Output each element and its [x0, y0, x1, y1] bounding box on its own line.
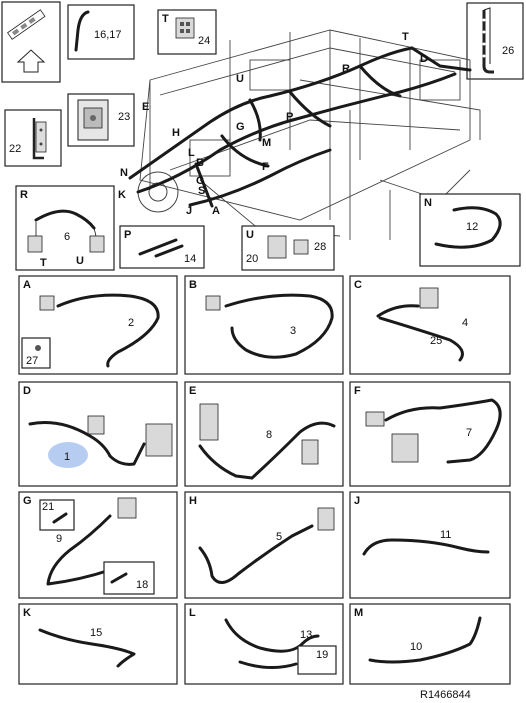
- callout-4: 4: [462, 317, 468, 329]
- panel-k: K 15: [18, 603, 178, 685]
- routed-harness: [128, 46, 472, 208]
- callout-6: 6: [64, 231, 70, 243]
- svg-text:U: U: [76, 255, 84, 267]
- svg-text:K: K: [23, 607, 31, 619]
- overview-label-p: P: [286, 111, 293, 123]
- callout-20: 20: [246, 253, 258, 265]
- panel-b: B 3: [184, 275, 344, 375]
- callout-12: 12: [466, 221, 478, 233]
- panel-g: G 21 9 18: [18, 491, 178, 599]
- callout-28: 28: [314, 241, 326, 253]
- panel-l: L 13 19: [184, 603, 344, 685]
- svg-text:A: A: [23, 279, 31, 291]
- callout-18: 18: [136, 579, 148, 591]
- callout-25: 25: [430, 335, 442, 347]
- panel-h: H 5: [184, 491, 344, 599]
- callout-26: 26: [502, 45, 514, 57]
- callout-5: 5: [276, 531, 282, 543]
- svg-text:G: G: [23, 495, 32, 507]
- svg-text:R: R: [20, 189, 28, 201]
- callout-3: 3: [290, 325, 296, 337]
- callout-10: 10: [410, 641, 422, 653]
- overview-label-n: N: [120, 167, 128, 179]
- callout-15: 15: [90, 627, 102, 639]
- panel-p: P 14: [119, 225, 205, 269]
- callout-11: 11: [440, 529, 451, 541]
- svg-text:J: J: [354, 495, 360, 507]
- inset-bracket-22: 22: [4, 109, 62, 167]
- panel-e: E 8: [184, 381, 344, 487]
- overview-label-a: A: [212, 205, 220, 217]
- callout-1: 1: [64, 451, 70, 463]
- overview-label-t: T: [402, 31, 409, 43]
- callout-19: 19: [316, 649, 328, 661]
- callout-8: 8: [266, 429, 272, 441]
- panel-j: J 11: [349, 491, 511, 599]
- panel-u: U 20 28: [241, 225, 335, 271]
- inset-bracket-26: 26: [466, 2, 524, 80]
- panel-f: F 7: [349, 381, 511, 487]
- overview-label-f: F: [262, 161, 269, 173]
- overview-label-u: U: [236, 73, 244, 85]
- panel-c: C 4 25: [349, 275, 511, 375]
- svg-text:D: D: [23, 385, 31, 397]
- panel-d: D 1: [18, 381, 178, 487]
- inset-label-t: T: [162, 13, 169, 25]
- svg-text:B: B: [189, 279, 197, 291]
- highlight-marker: [48, 442, 88, 468]
- callout-9: 9: [56, 533, 62, 545]
- callout-2: 2: [128, 317, 134, 329]
- overview-labels: T D R U E H G M P L B N C K F J A S: [118, 31, 428, 217]
- callout-22: 22: [9, 143, 21, 155]
- overview-label-l: L: [188, 147, 195, 159]
- svg-text:C: C: [354, 279, 362, 291]
- svg-text:M: M: [354, 607, 363, 619]
- callout-13: 13: [300, 629, 312, 641]
- overview-label-d: D: [420, 53, 428, 65]
- svg-text:N: N: [424, 197, 432, 209]
- inset-bracket-23: 23: [67, 93, 135, 147]
- svg-text:H: H: [189, 495, 197, 507]
- overview-label-s: S: [198, 185, 205, 197]
- overview-label-h: H: [172, 127, 180, 139]
- callout-21: 21: [42, 501, 54, 513]
- inset-hose: 16,17: [67, 4, 135, 60]
- panel-m: M 10: [349, 603, 511, 685]
- inset-connector-t: T 24: [157, 9, 217, 55]
- callout-16-17: 16,17: [94, 29, 122, 41]
- svg-text:U: U: [246, 229, 254, 241]
- callout-14: 14: [184, 253, 196, 265]
- callout-7: 7: [466, 427, 472, 439]
- overview-label-r: R: [342, 63, 350, 75]
- callout-24: 24: [198, 35, 210, 47]
- overview-label-k: K: [118, 189, 126, 201]
- overview-section: 16,17 T 24 26: [1, 1, 524, 240]
- orientation-icon: [1, 1, 61, 83]
- panel-n: N 12: [419, 193, 521, 267]
- overview-label-b: B: [196, 157, 204, 169]
- overview-label-e: E: [142, 101, 149, 113]
- svg-text:P: P: [124, 229, 131, 241]
- overview-label-c: C: [196, 175, 204, 187]
- svg-text:T: T: [40, 257, 47, 269]
- svg-text:L: L: [189, 607, 196, 619]
- figure-reference: R1466844: [420, 689, 471, 701]
- overview-label-g: G: [236, 121, 245, 133]
- overview-label-j: J: [186, 205, 192, 217]
- panel-a: A 2 27: [18, 275, 178, 375]
- svg-text:F: F: [354, 385, 361, 397]
- callout-27: 27: [26, 355, 38, 367]
- svg-text:E: E: [189, 385, 196, 397]
- callout-23: 23: [118, 111, 130, 123]
- panel-r: R 6 T U: [15, 185, 115, 271]
- overview-label-m: M: [262, 137, 271, 149]
